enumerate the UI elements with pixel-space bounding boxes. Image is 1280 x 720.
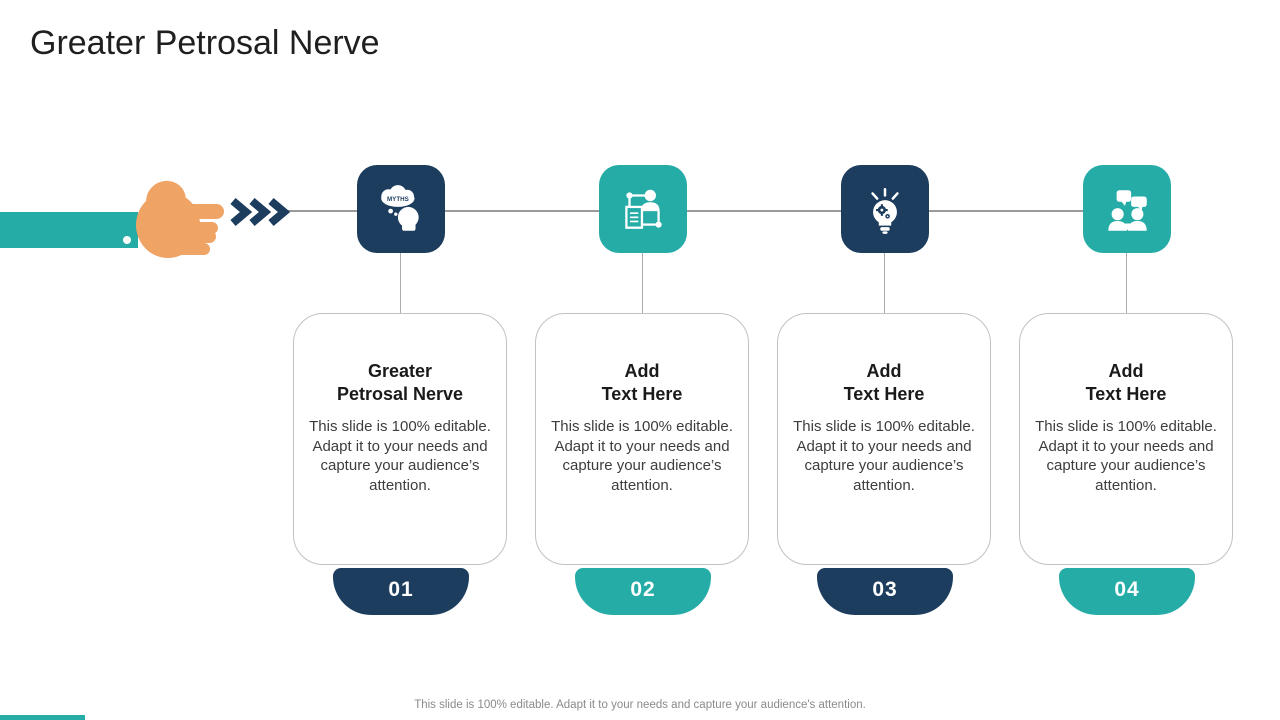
sleeve-dot — [123, 236, 131, 244]
step2-card-body[interactable]: This slide is 100% editable. Adapt it to… — [551, 418, 733, 494]
step2-icon-box[interactable] — [599, 165, 687, 253]
step3-card-body[interactable]: This slide is 100% editable. Adapt it to… — [793, 418, 975, 494]
step4-icon-box[interactable] — [1083, 165, 1171, 253]
step1-icon-box[interactable]: MYTHS — [357, 165, 445, 253]
title-line1: Add — [866, 361, 902, 381]
connector-line — [884, 253, 885, 313]
title-line2: Petrosal Nerve — [336, 384, 464, 404]
step4-card-body[interactable]: This slide is 100% editable. Adapt it to… — [1035, 418, 1217, 494]
myths-thought-bubble-icon: MYTHS — [381, 185, 419, 231]
connector-line — [1126, 253, 1127, 313]
workflow-person-document-icon — [625, 189, 662, 229]
title-line1: Greater — [367, 361, 433, 381]
connector-line — [642, 253, 643, 313]
triple-chevron-right-icon — [230, 197, 291, 227]
step2-number-badge[interactable]: 02 — [575, 568, 711, 615]
step3-icon-box[interactable] — [841, 165, 929, 253]
connector-line — [400, 253, 401, 313]
page-title[interactable]: Greater Petrosal Nerve — [30, 24, 380, 62]
title-line1: Add — [624, 361, 660, 381]
step1-number-badge[interactable]: 01 — [333, 568, 469, 615]
discussion-handshake-icon — [1108, 190, 1147, 231]
myths-label: MYTHS — [387, 196, 409, 203]
horizontal-connector-line — [287, 210, 1127, 212]
step3-number-badge[interactable]: 03 — [817, 568, 953, 615]
footer-note: This slide is 100% editable. Adapt it to… — [414, 699, 866, 711]
step4-number-badge[interactable]: 04 — [1059, 568, 1195, 615]
hand-shape — [136, 180, 224, 258]
title-line2: Text Here — [601, 384, 683, 404]
sleeve-shape — [0, 212, 138, 248]
pointing-hand-icon — [0, 180, 291, 258]
title-line1: Add — [1108, 361, 1144, 381]
step1-card-body[interactable]: This slide is 100% editable. Adapt it to… — [309, 418, 491, 494]
idea-lightbulb-gears-icon — [871, 188, 899, 234]
title-line2: Text Here — [1085, 384, 1167, 404]
bottom-left-accent-bar — [0, 715, 85, 720]
title-line2: Text Here — [843, 384, 925, 404]
